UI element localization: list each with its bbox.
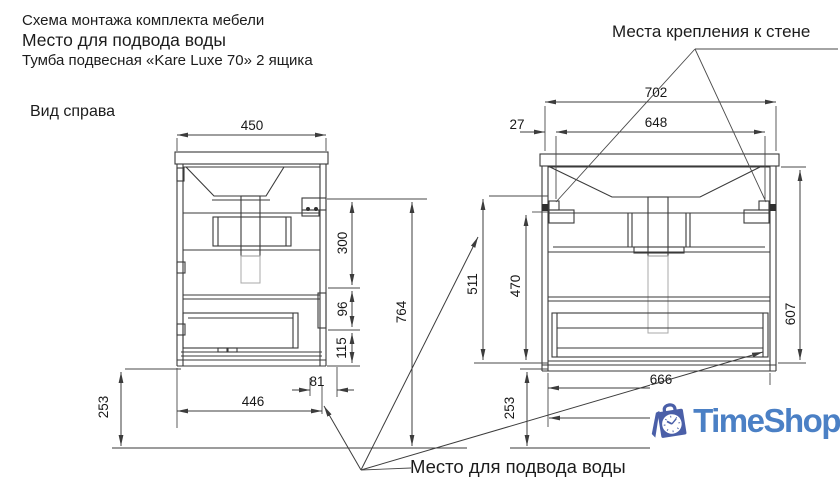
dim-front-body-height: 607 <box>783 303 798 326</box>
timeshop-logo: TimeShop <box>650 385 840 456</box>
title-block: Схема монтажа комплекта мебели Место для… <box>22 11 313 70</box>
side-view-dimensions: 450 300 96 115 764 253 446 81 <box>96 118 427 446</box>
dim-front-floor-gap: 253 <box>502 397 517 420</box>
front-view-dimensions: 702 648 27 511 470 607 253 666 <box>465 85 838 446</box>
dim-side-width: 450 <box>241 118 264 133</box>
water-supply-label: Место для подвода воды <box>410 456 626 477</box>
dim-side-300: 300 <box>335 232 350 255</box>
product-name: Тумба подвесная «Kare Luxe 70» 2 ящика <box>22 52 313 69</box>
dim-front-511: 511 <box>465 273 480 295</box>
clock-shopping-bag-icon <box>651 402 687 438</box>
dim-front-470: 470 <box>508 275 523 298</box>
water-supply-subtitle: Место для подвода воды <box>22 30 226 50</box>
view-label: Вид справа <box>30 103 116 120</box>
dim-side-96: 96 <box>335 301 350 316</box>
dim-side-bottom-depth: 446 <box>242 394 265 409</box>
dim-front-inner-width: 648 <box>645 115 668 130</box>
dim-side-115: 115 <box>334 337 349 359</box>
scheme-title: Схема монтажа комплекта мебели <box>22 12 265 29</box>
dim-side-floor-gap: 253 <box>96 396 111 419</box>
dim-front-side-offset: 27 <box>509 117 524 132</box>
timeshop-logo-text: TimeShop <box>693 401 840 439</box>
dim-side-total-height: 764 <box>394 300 409 323</box>
dim-side-back-offset: 81 <box>309 374 324 389</box>
side-view-drawing <box>174 151 329 367</box>
wall-mount-label: Места крепления к стене <box>612 22 811 41</box>
front-view-drawing <box>539 153 780 372</box>
